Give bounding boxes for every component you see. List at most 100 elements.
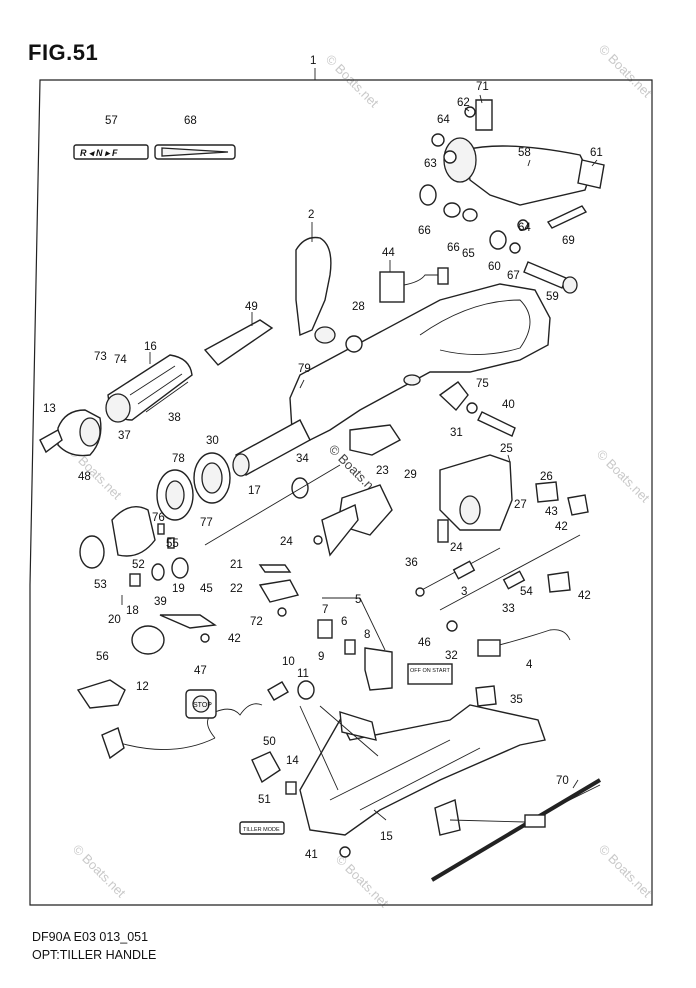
watermark-text: © Boats.net xyxy=(333,852,392,911)
callout-4: 4 xyxy=(526,659,533,671)
shift-rod-17 xyxy=(204,464,341,546)
bushing-60 xyxy=(489,230,507,250)
callout-35: 35 xyxy=(510,694,523,706)
callout-42: 42 xyxy=(228,633,241,645)
callout-64: 64 xyxy=(518,222,531,234)
callout-7: 7 xyxy=(322,604,328,616)
callout-18: 18 xyxy=(126,605,139,617)
cable-end-2 xyxy=(502,570,526,590)
callout-22: 22 xyxy=(230,583,243,595)
lever-23 xyxy=(349,424,402,456)
callout-38: 38 xyxy=(168,412,181,424)
callout-67: 67 xyxy=(507,270,520,282)
collar-34 xyxy=(291,477,309,499)
callout-26: 26 xyxy=(540,471,553,483)
callout-49: 49 xyxy=(245,301,258,313)
callout-50: 50 xyxy=(263,736,276,748)
callout-34: 34 xyxy=(296,453,309,465)
callout-24: 24 xyxy=(280,536,293,548)
washer-75 xyxy=(466,402,478,414)
shift-cable xyxy=(439,534,581,611)
callout-41: 41 xyxy=(305,849,318,861)
link-bolt xyxy=(277,607,287,617)
callout-60: 60 xyxy=(488,261,501,273)
arrow-decal xyxy=(154,144,236,160)
stopper xyxy=(171,557,189,579)
callout-31: 31 xyxy=(450,427,463,439)
callout-78: 78 xyxy=(172,453,185,465)
callout-59: 59 xyxy=(546,291,559,303)
callout-54: 54 xyxy=(520,586,533,598)
switch-assy-9 xyxy=(339,711,377,741)
rod-clamp xyxy=(434,799,461,836)
bracket-54 xyxy=(547,571,571,593)
harness-connector xyxy=(477,639,501,657)
callout-25: 25 xyxy=(500,443,513,455)
callout-3: 3 xyxy=(461,586,467,598)
callout-62: 62 xyxy=(457,97,470,109)
callout-47: 47 xyxy=(194,665,207,677)
callout-66: 66 xyxy=(418,225,431,237)
washer-66 xyxy=(443,202,461,218)
leader-lines xyxy=(149,94,598,821)
figure-caption: OPT:TILLER HANDLE xyxy=(32,948,157,962)
callout-53: 53 xyxy=(94,579,107,591)
callout-45: 45 xyxy=(200,583,213,595)
figure-code: DF90A E03 013_051 xyxy=(32,930,149,944)
callout-36: 36 xyxy=(405,557,418,569)
knob-cap xyxy=(131,625,165,655)
lever-arm xyxy=(321,503,359,557)
callout-16: 16 xyxy=(144,341,157,353)
callout-42: 42 xyxy=(578,590,591,602)
callout-2: 2 xyxy=(308,209,314,221)
stop-button-label: STOP xyxy=(193,702,212,709)
callout-55: 55 xyxy=(166,538,179,550)
cord-end-10 xyxy=(267,681,289,701)
bolt-41 xyxy=(339,846,351,858)
figure-footer: DF90A E03 013_051 OPT:TILLER HANDLE xyxy=(32,928,156,964)
spacer-14 xyxy=(285,781,297,795)
callout-23: 23 xyxy=(376,465,389,477)
washer-65 xyxy=(462,208,478,222)
callout-11: 11 xyxy=(297,668,309,680)
lever-nut xyxy=(345,335,363,353)
callout-75: 75 xyxy=(476,378,489,390)
throttle-link xyxy=(258,564,292,573)
bolt-59 xyxy=(523,261,567,289)
callout-52: 52 xyxy=(132,559,145,571)
spring-pin xyxy=(129,573,141,587)
bolt xyxy=(200,633,210,643)
plate-26 xyxy=(535,481,559,503)
callouts: 2 3 4 5 6 7 8 9 10 11 12 13 14 15 16 17 … xyxy=(43,81,603,861)
lower-cover xyxy=(299,704,546,836)
callout-61: 61 xyxy=(590,147,603,159)
callout-77: 77 xyxy=(200,517,213,529)
throttle-link-arm xyxy=(258,579,300,603)
spring-small xyxy=(157,523,165,535)
callout-29: 29 xyxy=(404,469,417,481)
callout-19: 19 xyxy=(172,583,185,595)
bracket-35 xyxy=(475,685,497,707)
callout-39: 39 xyxy=(154,596,167,608)
watermark-text: © Boats.net xyxy=(323,52,382,111)
cable-bracket xyxy=(203,319,274,366)
washer-67 xyxy=(509,242,521,254)
callout-63: 63 xyxy=(424,158,437,170)
link-rod xyxy=(159,614,217,629)
washer-64 xyxy=(443,150,457,164)
callout-69: 69 xyxy=(562,235,575,247)
callout-21: 21 xyxy=(230,559,243,571)
coil-cord xyxy=(207,703,263,739)
figure-title: FIG.51 xyxy=(28,40,99,65)
callout-5: 5 xyxy=(355,594,361,606)
rod-end xyxy=(524,814,546,828)
callout-71: 71 xyxy=(476,81,489,93)
callout-65: 65 xyxy=(462,248,475,260)
washer-32 xyxy=(446,620,458,632)
callout-79: 79 xyxy=(298,363,311,375)
grommet xyxy=(438,381,469,412)
callout-1: 1 xyxy=(310,55,316,67)
bolt-24 xyxy=(313,535,323,545)
callout-48: 48 xyxy=(78,471,91,483)
callout-37: 37 xyxy=(118,430,131,442)
